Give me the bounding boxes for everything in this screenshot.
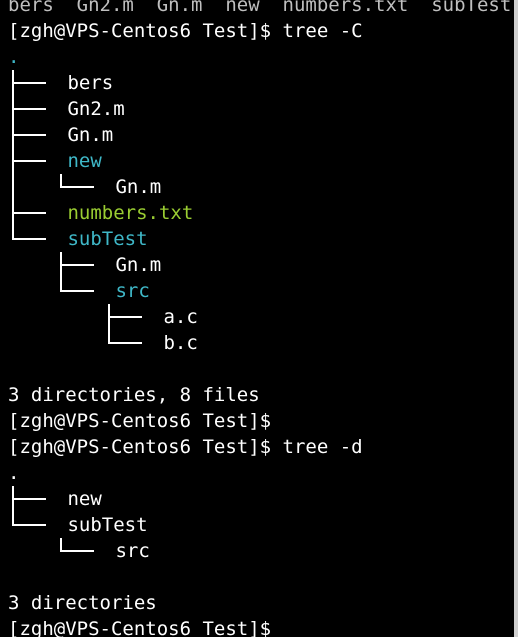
tree-connector-branch: [8, 70, 56, 96]
terminal-line: b.c: [8, 330, 512, 356]
terminal-line: numbers.txt: [8, 200, 512, 226]
tree-connector-last: [56, 278, 104, 304]
terminal-line: Gn.m: [8, 122, 512, 148]
tree-connector-branch: [104, 304, 152, 330]
terminal-line: Gn2.m: [8, 96, 512, 122]
tree-file-gn: Gn.m: [56, 124, 114, 146]
tree-connector-space: [56, 330, 104, 356]
tree-d-src: src: [104, 540, 150, 562]
tree-file-numbers: numbers.txt: [56, 202, 194, 224]
tree-connector-last: [56, 174, 104, 200]
terminal-line: Gn.m: [8, 252, 512, 278]
prompt-tree-d: [zgh@VPS-Centos6 Test]$ tree -d: [8, 436, 363, 458]
tree-connector-space: [8, 278, 56, 304]
tree-connector-space: [8, 538, 56, 564]
tree-file-ac: a.c: [152, 306, 198, 328]
prompt-tree-c: [zgh@VPS-Centos6 Test]$ tree -C: [8, 20, 363, 42]
tree-connector-branch: [8, 486, 56, 512]
tree-connector-last: [104, 330, 152, 356]
terminal-line: new: [8, 148, 512, 174]
prompt-final: [zgh@VPS-Centos6 Test]$: [8, 618, 272, 637]
tree-file-bers: bers: [56, 72, 114, 94]
prompt-empty: [zgh@VPS-Centos6 Test]$: [8, 410, 272, 432]
tree-file-gn2: Gn2.m: [56, 98, 125, 120]
tree-dir-new: new: [56, 150, 102, 172]
terminal-line: src: [8, 278, 512, 304]
tree-d-root: .: [8, 462, 20, 484]
terminal-output: bers Gn2.m Gn.m new numbers.txt subTest […: [8, 0, 512, 637]
terminal-line: a.c: [8, 304, 512, 330]
terminal-line: 3 directories: [8, 590, 512, 616]
terminal-line: [zgh@VPS-Centos6 Test]$ tree -C: [8, 18, 512, 44]
tree-dir-src: src: [104, 280, 150, 302]
terminal-line: [zgh@VPS-Centos6 Test]$ tree -d: [8, 434, 512, 460]
tree-connector-last: [8, 226, 56, 252]
tree-connector-branch: [8, 122, 56, 148]
terminal-line: [zgh@VPS-Centos6 Test]$: [8, 408, 512, 434]
tree-connector-last: [56, 538, 104, 564]
tree-connector-branch: [8, 96, 56, 122]
tree-file-bc: b.c: [152, 332, 198, 354]
tree-connector-pipe: [8, 174, 56, 200]
terminal-line: subTest: [8, 512, 512, 538]
terminal-line: .: [8, 44, 512, 70]
scrollback-partial-line: bers Gn2.m Gn.m new numbers.txt subTest: [8, 0, 512, 16]
terminal-line: Gn.m: [8, 174, 512, 200]
tree-connector-last: [8, 512, 56, 538]
tree-connector-branch: [56, 252, 104, 278]
summary-tree-d: 3 directories: [8, 592, 157, 614]
terminal-line: .: [8, 460, 512, 486]
scrollbar[interactable]: [514, 0, 518, 637]
tree-dir-subtest: subTest: [56, 228, 148, 250]
terminal-line: [zgh@VPS-Centos6 Test]$: [8, 616, 512, 637]
terminal-line: src: [8, 538, 512, 564]
terminal-line: subTest: [8, 226, 512, 252]
tree-file-subtest-gn: Gn.m: [104, 254, 162, 276]
tree-connector-space: [56, 304, 104, 330]
tree-connector-space: [8, 330, 56, 356]
terminal-line: [8, 564, 512, 590]
tree-root-colored: .: [8, 46, 20, 68]
tree-connector-space: [8, 252, 56, 278]
terminal-line: 3 directories, 8 files: [8, 382, 512, 408]
terminal-line: [8, 356, 512, 382]
tree-connector-branch: [8, 148, 56, 174]
summary-tree-c: 3 directories, 8 files: [8, 384, 260, 406]
terminal-line: bers: [8, 70, 512, 96]
terminal-line: new: [8, 486, 512, 512]
tree-file-new-gn: Gn.m: [104, 176, 162, 198]
terminal-line: bers Gn2.m Gn.m new numbers.txt subTest: [8, 0, 512, 18]
tree-d-subtest: subTest: [56, 514, 148, 536]
tree-d-new: new: [56, 488, 102, 510]
tree-connector-branch: [8, 200, 56, 226]
tree-connector-space: [8, 304, 56, 330]
